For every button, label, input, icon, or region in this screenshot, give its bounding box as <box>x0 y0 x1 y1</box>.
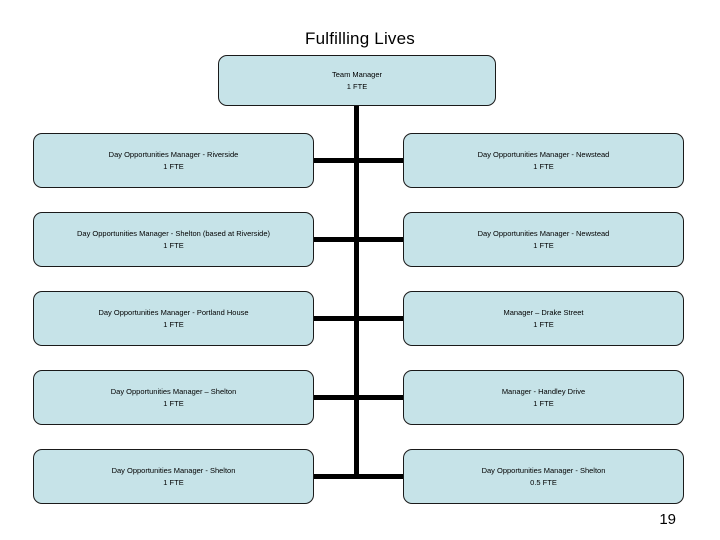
connector-row3-right <box>354 316 404 321</box>
org-node-riverside[interactable]: Day Opportunities Manager - Riverside 1 … <box>33 133 314 188</box>
node-fte: 1 FTE <box>163 477 184 487</box>
node-role: Day Opportunities Manager – Shelton <box>110 386 237 396</box>
org-node-shelton-half-fte[interactable]: Day Opportunities Manager - Shelton 0.5 … <box>403 449 684 504</box>
node-role: Team Manager <box>331 69 383 79</box>
org-node-newstead-2[interactable]: Day Opportunities Manager - Newstead 1 F… <box>403 212 684 267</box>
page-title: Fulfilling Lives <box>305 29 415 48</box>
node-fte: 1 FTE <box>163 319 184 329</box>
node-fte: 1 FTE <box>533 398 554 408</box>
node-fte: 1 FTE <box>533 240 554 250</box>
org-node-shelton-2[interactable]: Day Opportunities Manager - Shelton 1 FT… <box>33 449 314 504</box>
node-fte: 0.5 FTE <box>530 477 557 487</box>
connector-row2-left <box>314 237 358 242</box>
connector-row5-left <box>314 474 358 479</box>
node-fte: 1 FTE <box>163 161 184 171</box>
org-node-handley-drive[interactable]: Manager - Handley Drive 1 FTE <box>403 370 684 425</box>
node-role: Day Opportunities Manager - Newstead <box>477 228 610 238</box>
connector-row1-left <box>314 158 358 163</box>
connector-row3-left <box>314 316 358 321</box>
org-node-drake-street[interactable]: Manager – Drake Street 1 FTE <box>403 291 684 346</box>
connector-row1-right <box>354 158 404 163</box>
connector-spine <box>354 106 359 477</box>
node-fte: 1 FTE <box>163 398 184 408</box>
org-node-portland-house[interactable]: Day Opportunities Manager - Portland Hou… <box>33 291 314 346</box>
org-node-shelton-1[interactable]: Day Opportunities Manager – Shelton 1 FT… <box>33 370 314 425</box>
connector-row4-left <box>314 395 358 400</box>
node-fte: 1 FTE <box>346 81 368 91</box>
connector-row5-right <box>354 474 404 479</box>
page-number: 19 <box>659 511 676 528</box>
node-role: Manager - Handley Drive <box>501 386 586 396</box>
node-role: Day Opportunities Manager - Newstead <box>477 149 610 159</box>
org-node-newstead-1[interactable]: Day Opportunities Manager - Newstead 1 F… <box>403 133 684 188</box>
node-role: Day Opportunities Manager - Shelton (bas… <box>76 228 270 238</box>
connector-row2-right <box>354 237 404 242</box>
org-node-team-manager[interactable]: Team Manager 1 FTE <box>218 55 496 106</box>
node-role: Manager – Drake Street <box>503 307 584 317</box>
node-fte: 1 FTE <box>533 319 554 329</box>
node-role: Day Opportunities Manager - Shelton <box>111 465 236 475</box>
node-fte: 1 FTE <box>163 240 184 250</box>
node-role: Day Opportunities Manager - Riverside <box>108 149 239 159</box>
connector-row4-right <box>354 395 404 400</box>
node-role: Day Opportunities Manager - Portland Hou… <box>98 307 249 317</box>
node-fte: 1 FTE <box>533 161 554 171</box>
org-node-shelton-at-riverside[interactable]: Day Opportunities Manager - Shelton (bas… <box>33 212 314 267</box>
node-role: Day Opportunities Manager - Shelton <box>481 465 606 475</box>
